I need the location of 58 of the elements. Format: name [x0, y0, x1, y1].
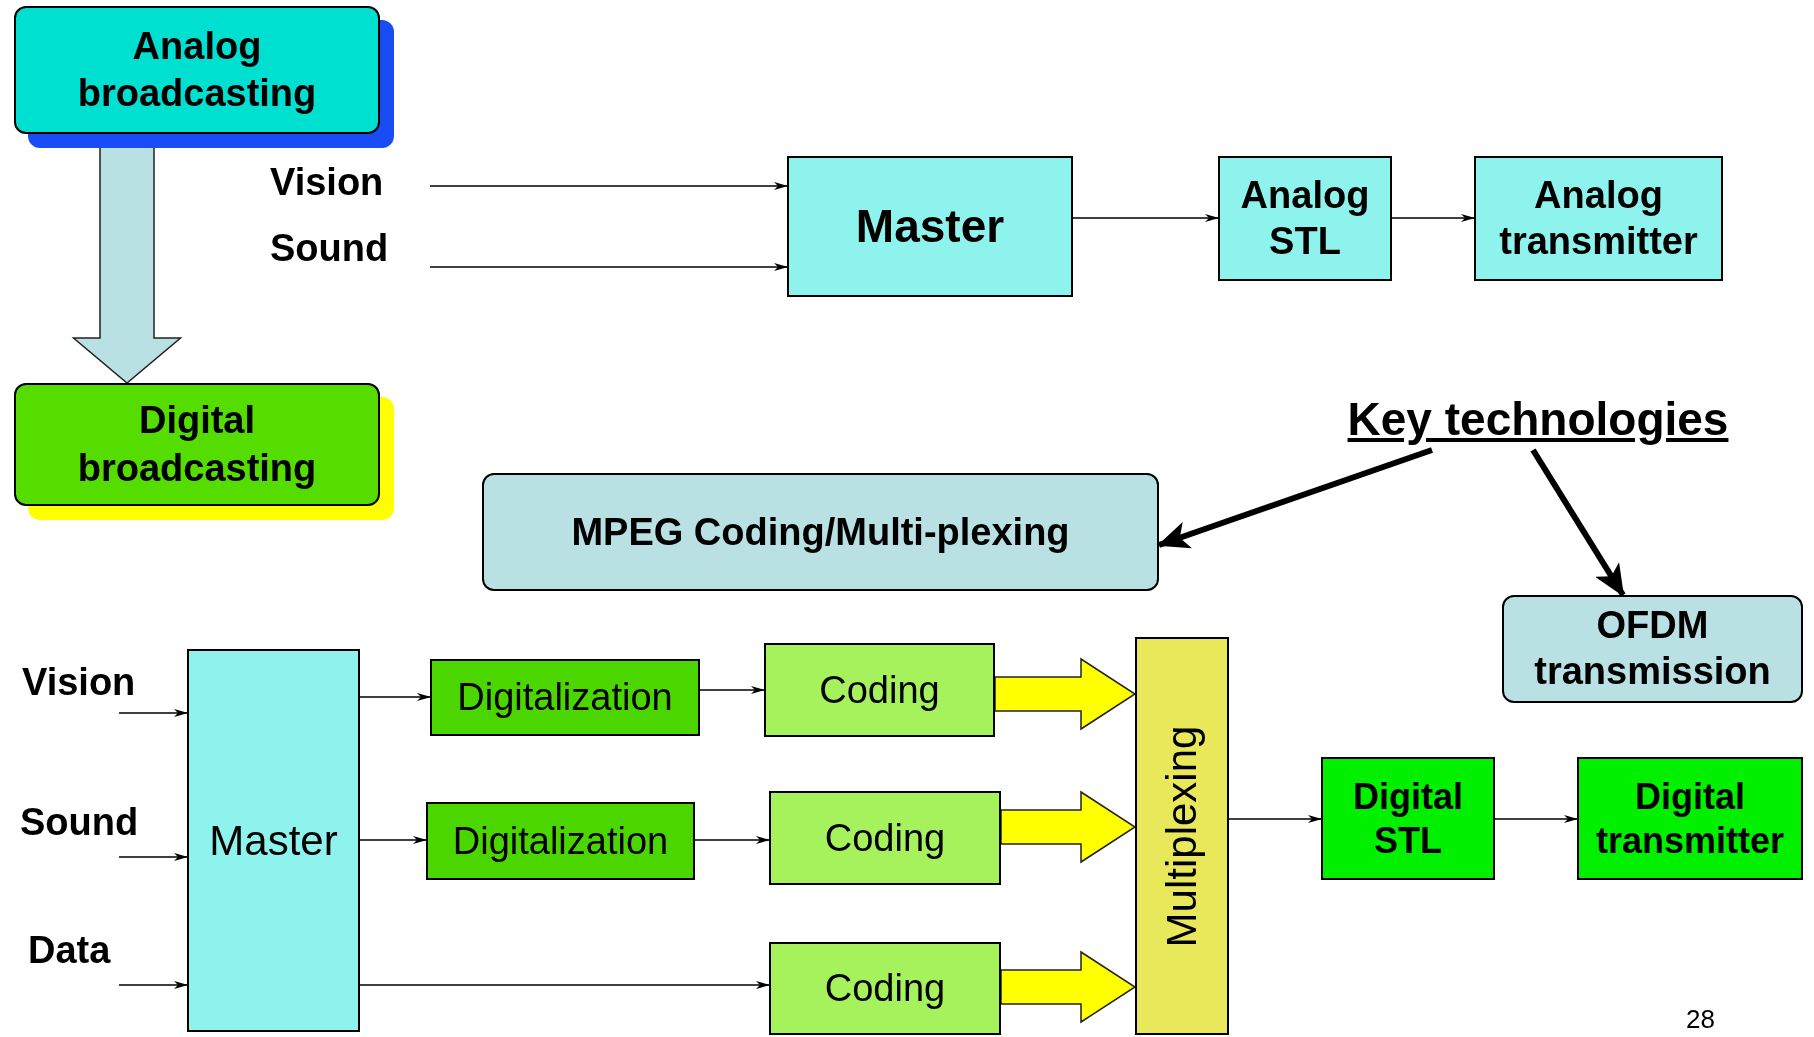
process-box [1474, 156, 1723, 281]
arrow [1391, 214, 1475, 222]
node-label: Vision [270, 160, 384, 205]
process-box [769, 942, 1001, 1035]
page-number: 28 [1686, 1006, 1715, 1032]
block-arrow [1000, 950, 1137, 1024]
arrow [359, 836, 427, 844]
arrow [694, 836, 770, 844]
arrow [118, 709, 188, 717]
arrow [1228, 815, 1322, 823]
node-label: Data [28, 928, 111, 973]
arrow [118, 981, 188, 989]
node-label: Coding [824, 815, 946, 861]
arrow [118, 853, 188, 861]
title-card [14, 383, 380, 506]
node-label: Analog STL [1239, 172, 1371, 264]
node-label: Vision [22, 660, 136, 705]
node-label: Analog transmitter [1498, 172, 1699, 264]
node-label: Coding [819, 667, 940, 713]
technology-box [482, 473, 1159, 591]
node-label: Digitalization [452, 818, 669, 864]
arrow [429, 263, 788, 271]
process-box [430, 659, 700, 736]
process-box [787, 156, 1073, 297]
node-label: Multiplexing [1157, 725, 1207, 947]
block-arrow [1000, 790, 1137, 864]
node-label: Digital transmitter [1594, 775, 1786, 862]
arrow [1494, 815, 1578, 823]
node-label: Master [855, 199, 1005, 254]
arrow [429, 182, 788, 190]
node-label: Sound [20, 800, 139, 845]
process-box [187, 649, 360, 1032]
arrow [359, 981, 770, 989]
node-label: Master [209, 816, 338, 866]
node-label: MPEG Coding/Multi-plexing [571, 509, 1070, 555]
process-box [1577, 757, 1803, 880]
node-label: Digital broadcasting [76, 398, 318, 491]
process-box [426, 802, 695, 880]
arrow [1072, 214, 1219, 222]
node-label: Key technologies [1347, 391, 1729, 447]
arrow [1530, 448, 1626, 597]
title-card [14, 6, 380, 134]
process-box [769, 791, 1001, 885]
arrow [699, 686, 765, 694]
node-label: Analog broadcasting [76, 23, 318, 116]
block-arrow [994, 657, 1137, 731]
process-box [1321, 757, 1495, 880]
process-box [764, 643, 995, 737]
node-label: Digital STL [1352, 775, 1464, 862]
technology-box [1502, 595, 1803, 703]
process-box [1218, 156, 1392, 281]
arrow [359, 693, 431, 701]
node-label: Sound [270, 226, 389, 271]
arrow [1157, 447, 1433, 549]
node-label: OFDM transmission [1533, 603, 1772, 694]
node-label: Digitalization [457, 675, 673, 720]
process-box [1135, 637, 1229, 1035]
node-label: Coding [824, 966, 946, 1011]
